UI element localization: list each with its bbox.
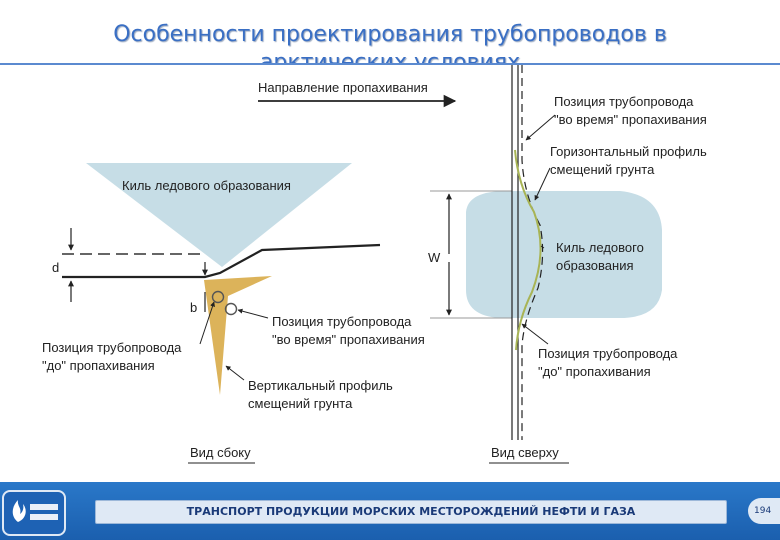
pipe-circle-before xyxy=(211,290,225,304)
top-keel-l1: Киль ледового xyxy=(556,240,644,255)
footer-caption: ТРАНСПОРТ ПРОДУКЦИИ МОРСКИХ МЕСТОРОЖДЕНИ… xyxy=(95,500,727,524)
top-view-label: Вид сверху xyxy=(491,445,559,460)
leader-top-pipe-during xyxy=(525,114,556,141)
pipe-circle-during xyxy=(224,302,238,316)
ice-keel-top xyxy=(466,190,662,318)
top-profile-l2: смещений грунта xyxy=(550,162,655,177)
side-profile-l1: Вертикальный профиль xyxy=(248,378,393,393)
side-pipe-during-l2: "во время" пропахивания xyxy=(272,332,425,347)
top-keel-l2: образования xyxy=(556,258,634,273)
leader-vertical-profile xyxy=(225,365,245,381)
side-pipe-during-l1: Позиция трубопровода xyxy=(272,314,412,329)
seabed-profile xyxy=(62,243,381,279)
top-pipe-before-l1: Позиция трубопровода xyxy=(538,346,678,361)
horizontal-soil-profile-curve xyxy=(514,149,542,351)
slide-title: Особенности проектирования трубопроводов… xyxy=(0,0,780,63)
w-label: W xyxy=(428,250,441,265)
slide-footer: ТРАНСПОРТ ПРОДУКЦИИ МОРСКИХ МЕСТОРОЖДЕНИ… xyxy=(0,482,780,540)
top-pipe-during-l2: "во время" пропахивания xyxy=(554,112,707,127)
side-view-label: Вид сбоку xyxy=(190,445,251,460)
side-keel-label: Киль ледового образования xyxy=(122,178,291,193)
ice-keel-side xyxy=(86,163,352,267)
leader-top-keel xyxy=(540,245,545,249)
page-number: 194 xyxy=(748,498,780,524)
side-pipe-before-l2: "до" пропахивания xyxy=(42,358,155,373)
side-pipe-before-l1: Позиция трубопровода xyxy=(42,340,182,355)
d-label: d xyxy=(52,260,59,275)
leader-pipe-during xyxy=(237,308,269,319)
leader-pipe-before xyxy=(199,301,215,345)
pipe-line-during-dashed xyxy=(521,65,544,440)
title-line-2: арктических условиях xyxy=(259,50,521,63)
side-profile-l2: смещений грунта xyxy=(248,396,353,411)
b-label: b xyxy=(190,300,197,315)
top-pipe-during-l1: Позиция трубопровода xyxy=(554,94,694,109)
title-line-1: Особенности проектирования трубопроводов… xyxy=(113,22,667,47)
leader-top-profile xyxy=(534,167,551,201)
ice-gouging-diagram: Направление пропахивания Киль ледового о… xyxy=(42,65,707,464)
top-pipe-before-l2: "до" пропахивания xyxy=(538,364,651,379)
leader-top-pipe-before xyxy=(521,323,549,345)
soil-displacement-vertical xyxy=(204,276,272,395)
top-profile-l1: Горизонтальный профиль xyxy=(550,144,707,159)
title-underline xyxy=(0,63,780,65)
direction-label: Направление пропахивания xyxy=(258,80,428,95)
gazprom-logo xyxy=(2,490,66,536)
